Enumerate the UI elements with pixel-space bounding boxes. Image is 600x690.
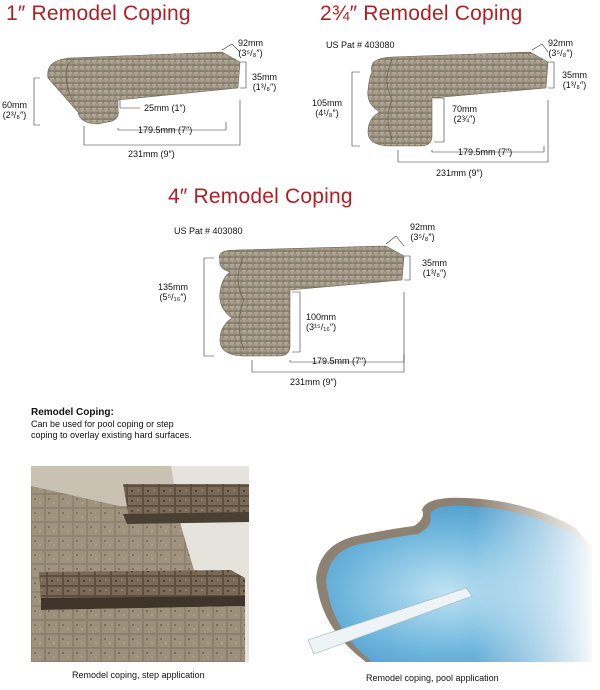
title-1in-coping: 1″ Remodel Coping	[6, 2, 191, 25]
pool-application-photo	[296, 488, 592, 662]
p1-overall-label: 231mm (9″)	[128, 149, 175, 159]
p3-height-in: (5⁵/₁₆″)	[159, 292, 187, 302]
pool-illustration	[296, 488, 592, 662]
p2-lip-label: 70mm (2¾″)	[452, 104, 477, 124]
profile-4in	[203, 235, 411, 373]
p3-patent: US Pat # 403080	[174, 226, 243, 236]
p1-thickness-mm: 35mm	[252, 72, 278, 82]
p3-top-width-mm: 92mm	[410, 222, 436, 232]
p3-overall-label: 231mm (9″)	[290, 377, 337, 387]
p2-height-in: (4¹/₈″)	[315, 108, 339, 118]
p2-overall-label: 231mm (9″)	[436, 168, 483, 178]
p3-height-mm: 135mm	[158, 282, 189, 292]
profile-2-75in	[351, 43, 555, 163]
profile-1in	[33, 43, 247, 146]
p1-inner-label: 179.5mm (7″)	[138, 125, 193, 135]
step-caption: Remodel coping, step application	[72, 670, 205, 680]
p2-top-width-mm: 92mm	[548, 38, 574, 48]
p1-height-label: 60mm (2³/₈″)	[2, 100, 27, 120]
p1-height-in: (2³/₈″)	[2, 110, 27, 120]
p3-lip-mm: 100mm	[306, 312, 337, 322]
p2-height-mm: 105mm	[312, 98, 343, 108]
p2-thickness-mm: 35mm	[562, 70, 588, 80]
p2-height-label: 105mm (4¹/₈″)	[312, 98, 342, 118]
p3-height-label: 135mm (5⁵/₁₆″)	[158, 282, 188, 302]
p3-top-width-in: (3⁵/₈″)	[410, 232, 435, 242]
info-body: Can be used for pool coping or step copi…	[31, 419, 192, 440]
step-application-photo	[31, 466, 249, 662]
step-illustration	[31, 466, 249, 662]
p3-thickness-label: 35mm (1³/₈″)	[422, 258, 447, 278]
p3-thickness-in: (1³/₈″)	[422, 268, 447, 278]
info-title: Remodel Coping:	[31, 407, 114, 418]
p1-top-width-in: (3⁵/₈″)	[238, 48, 263, 58]
p2-patent: US Pat # 403080	[326, 40, 395, 50]
title-4in-coping: 4″ Remodel Coping	[168, 185, 353, 208]
p3-lip-label: 100mm (3¹⁵/₁₆″)	[306, 312, 336, 332]
pool-caption: Remodel coping, pool application	[366, 673, 499, 683]
p2-lip-mm: 70mm	[452, 104, 478, 114]
p1-lip-label: 25mm (1″)	[144, 103, 186, 113]
p2-thickness-in: (1³/₈″)	[562, 80, 587, 90]
p3-lip-in: (3¹⁵/₁₆″)	[306, 322, 337, 332]
p2-lip-in: (2¾″)	[453, 114, 476, 124]
p2-inner-label: 179.5mm (7″)	[458, 147, 513, 157]
p1-top-width-mm: 92mm	[238, 38, 264, 48]
p1-height-mm: 60mm	[2, 100, 28, 110]
p2-top-width-label: 92mm (3⁵/₈″)	[548, 38, 573, 58]
p3-top-width-label: 92mm (3⁵/₈″)	[410, 222, 435, 242]
p2-top-width-in: (3⁵/₈″)	[548, 48, 573, 58]
p1-thickness-in: (1³/₈″)	[252, 82, 277, 92]
p1-top-width-label: 92mm (3⁵/₈″)	[238, 38, 263, 58]
p3-inner-label: 179.5mm (7″)	[312, 356, 367, 366]
p1-thickness-label: 35mm (1³/₈″)	[252, 72, 277, 92]
p2-thickness-label: 35mm (1³/₈″)	[562, 70, 587, 90]
title-2-75in-coping: 2¾″ Remodel Coping	[320, 2, 523, 25]
p3-thickness-mm: 35mm	[422, 258, 448, 268]
